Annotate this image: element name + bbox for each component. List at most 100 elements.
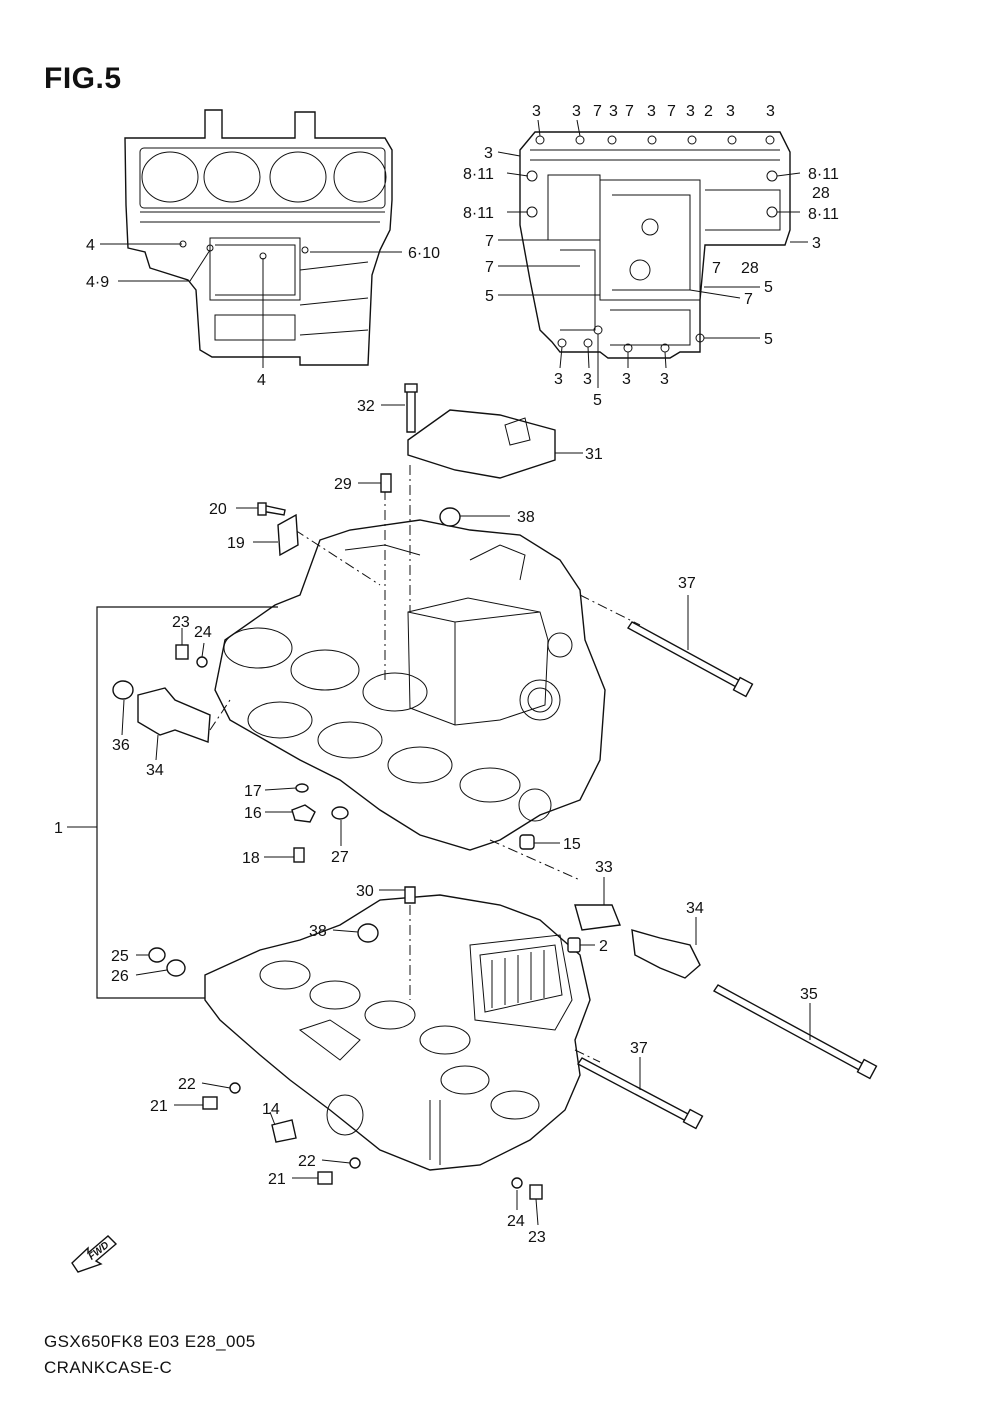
fitting-29 (380, 473, 392, 493)
clip-16 (291, 804, 316, 823)
callout-3: 3 (660, 371, 669, 388)
cover-31 (407, 409, 556, 479)
callout-3: 3 (726, 103, 735, 120)
callout-18: 18 (242, 850, 260, 867)
sensor-34b (631, 929, 701, 979)
assembly-bracket (96, 606, 278, 999)
callout-36: 36 (112, 737, 130, 754)
leader-lines (67, 119, 811, 1226)
callout-21: 21 (150, 1098, 168, 1115)
callout-3: 3 (572, 103, 581, 120)
callout-8-11: 8·11 (463, 205, 494, 222)
callout-7: 7 (712, 260, 721, 277)
callout-19: 19 (227, 535, 245, 552)
callout-24: 24 (194, 624, 212, 641)
callout-7: 7 (485, 259, 494, 276)
callout-37: 37 (678, 575, 696, 592)
callout-23: 23 (528, 1229, 546, 1246)
callout-3: 3 (686, 103, 695, 120)
callout-32: 32 (357, 398, 375, 415)
figure-name: CRANKCASE-C (44, 1358, 173, 1377)
callout-28: 28 (812, 185, 830, 202)
washer-24a (196, 656, 208, 668)
callout-14: 14 (262, 1101, 280, 1118)
upper-crankcase-side-view (124, 109, 393, 366)
plate-19 (277, 513, 299, 557)
upper-crankcase-3d (214, 519, 606, 851)
dowel-2 (567, 937, 581, 953)
fwd-arrow-icon: FWD (71, 1235, 118, 1273)
bolt-37b (576, 1057, 692, 1122)
callout-7: 7 (593, 103, 602, 120)
bolt-18 (293, 847, 305, 863)
callout-8-11: 8·11 (808, 206, 839, 223)
cap-38a (439, 507, 461, 527)
bolt-23b (529, 1184, 543, 1200)
bolt-21a (202, 1096, 218, 1110)
callout-15: 15 (563, 836, 581, 853)
callout-25: 25 (111, 948, 129, 965)
parts (112, 383, 878, 1200)
callout-30: 30 (356, 883, 374, 900)
callout-5: 5 (764, 331, 773, 348)
washer-22a (229, 1082, 241, 1094)
figure-code: GSX650FK8 E03 E28_005 (44, 1332, 256, 1351)
callout-7: 7 (744, 291, 753, 308)
callout-5: 5 (764, 279, 773, 296)
plug-14 (271, 1119, 297, 1143)
callout-8-11: 8·11 (463, 166, 494, 183)
washer-27 (331, 806, 349, 820)
callout-3: 3 (532, 103, 541, 120)
washer-24b (511, 1177, 523, 1189)
callout-2: 2 (599, 938, 608, 955)
fitting-30 (404, 886, 416, 904)
callout-20: 20 (209, 501, 227, 518)
bolt-23a (175, 644, 189, 660)
callout-33: 33 (595, 859, 613, 876)
callout-7: 7 (667, 103, 676, 120)
callout-16: 16 (244, 805, 262, 822)
callout-34: 34 (146, 762, 164, 779)
callout-24: 24 (507, 1213, 525, 1230)
cap-38b (357, 923, 379, 943)
callout-23: 23 (172, 614, 190, 631)
callout-1: 1 (54, 820, 63, 837)
callout-5: 5 (485, 288, 494, 305)
callout-4-9: 4·9 (86, 274, 109, 291)
callout-7: 7 (625, 103, 634, 120)
callout-22: 22 (298, 1153, 316, 1170)
callout-28: 28 (741, 260, 759, 277)
callout-38: 38 (517, 509, 535, 526)
callout-27: 27 (331, 849, 349, 866)
bolt-32 (406, 387, 416, 433)
callout-3: 3 (766, 103, 775, 120)
callout-26: 26 (111, 968, 129, 985)
callout-29: 29 (334, 476, 352, 493)
lower-crankcase-bottom-view (519, 131, 791, 359)
bolt-37a (626, 621, 744, 689)
callout-3: 3 (583, 371, 592, 388)
callout-2: 2 (704, 103, 713, 120)
callout-3: 3 (812, 235, 821, 252)
callout-labels: 4 4·9 6·10 4 3 3 7 3 7 3 7 3 2 3 3 3 8·1… (54, 103, 839, 1246)
callout-3: 3 (647, 103, 656, 120)
lower-crankcase-3d (204, 894, 591, 1171)
sensor-34a (137, 687, 211, 743)
callout-34: 34 (686, 900, 704, 917)
oring-17 (295, 783, 309, 793)
bolt-21b (317, 1171, 333, 1185)
callout-21: 21 (268, 1171, 286, 1188)
callout-4: 4 (86, 237, 95, 254)
callout-35: 35 (800, 986, 818, 1003)
bolt-35 (712, 984, 867, 1072)
figure-title: FIG.5 (44, 62, 122, 95)
washer-22b (349, 1157, 361, 1169)
callout-5: 5 (593, 392, 602, 409)
callout-38: 38 (309, 923, 327, 940)
callout-3: 3 (484, 145, 493, 162)
plug-25 (148, 947, 166, 963)
callout-7: 7 (485, 233, 494, 250)
callout-6-10: 6·10 (408, 245, 440, 262)
callout-4: 4 (257, 372, 266, 389)
